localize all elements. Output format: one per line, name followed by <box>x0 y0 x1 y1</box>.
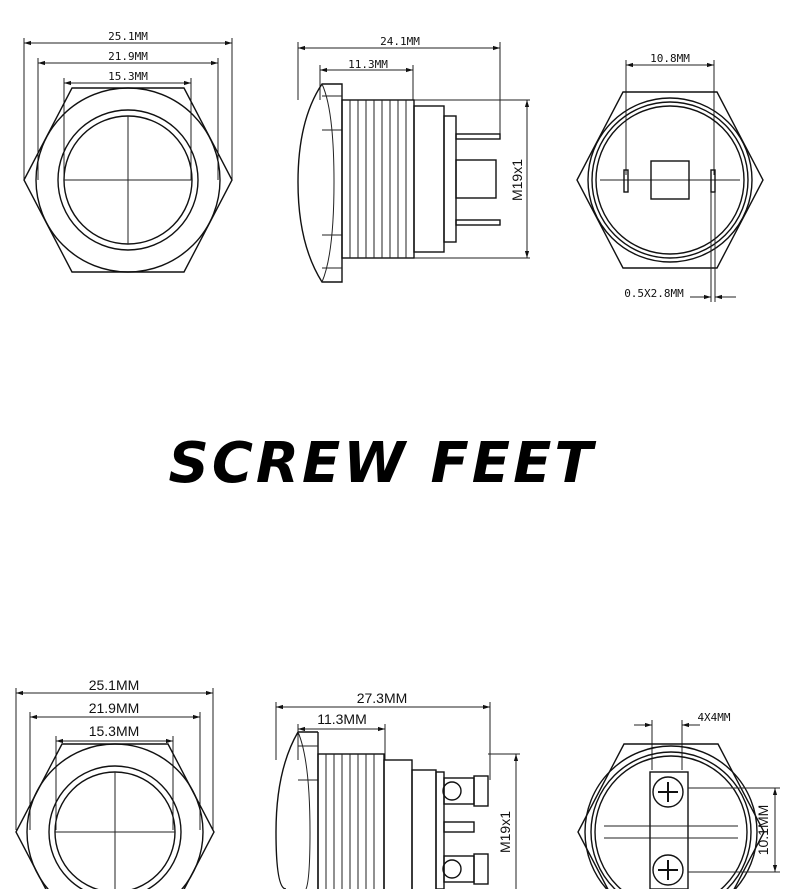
top-back-view: 10.8MM 0.5X2.8MM <box>576 52 764 302</box>
top-back-pin-spacing: 10.8MM <box>650 52 690 65</box>
bottom-front-width-inner: 15.3MM <box>89 723 140 739</box>
bottom-side-length-head: 11.3MM <box>317 711 367 727</box>
top-front-width-inner: 15.3MM <box>108 70 148 83</box>
top-front-width-mid: 21.9MM <box>108 50 148 63</box>
bottom-back-screw-spacing: 10.1MM <box>755 805 771 856</box>
top-thread-lines <box>349 100 407 258</box>
bottom-back-screw-size: 4X4MM <box>697 711 730 724</box>
top-side-length-total: 24.1MM <box>380 35 420 48</box>
bottom-thread-lines <box>325 754 375 889</box>
bottom-front-view: 25.1MM 21.9MM 15.3MM <box>15 677 215 889</box>
section-title: SCREW FEET <box>168 431 596 496</box>
bottom-front-width-mid: 21.9MM <box>89 700 140 716</box>
top-front-width-outer: 25.1MM <box>108 30 148 43</box>
bottom-side-view: 27.3MM 11.3MM M19x1 <box>275 690 520 889</box>
bottom-front-width-outer: 25.1MM <box>89 677 140 693</box>
top-side-length-head: 11.3MM <box>348 58 388 71</box>
top-back-pin-size: 0.5X2.8MM <box>624 287 684 300</box>
top-side-view: 24.1MM 11.3MM M19x1 <box>297 35 530 283</box>
top-front-view: 25.1MM 21.9MM 15.3MM <box>23 30 233 273</box>
bottom-back-view: 4X4MM 10.1MM <box>577 711 780 889</box>
bottom-side-length-total: 27.3MM <box>357 690 408 706</box>
bottom-side-thread: M19x1 <box>497 811 513 853</box>
top-side-thread: M19x1 <box>509 159 525 201</box>
